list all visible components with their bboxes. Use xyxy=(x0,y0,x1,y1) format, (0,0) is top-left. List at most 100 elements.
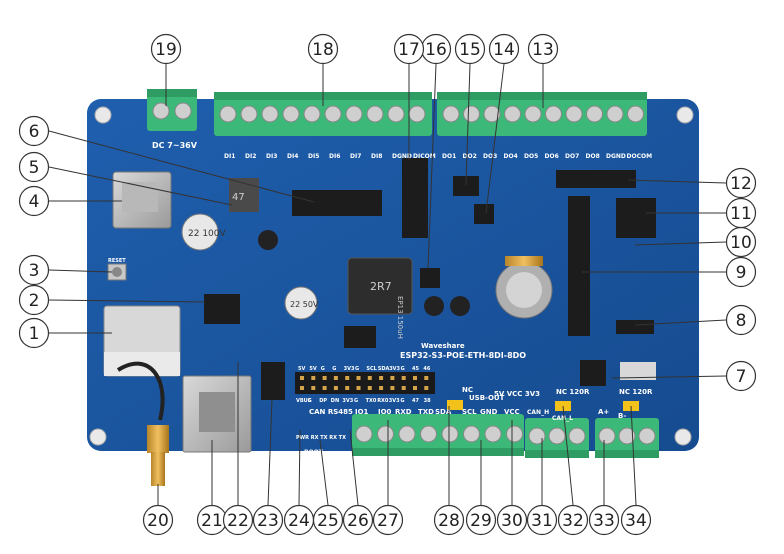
callout-leader-6 xyxy=(48,130,315,203)
header-pin xyxy=(322,386,327,390)
di-label-8: DGND xyxy=(392,153,412,160)
callout-circle-28 xyxy=(433,504,465,536)
header-top-label-5: G xyxy=(355,366,359,372)
a-plus-label: A+ xyxy=(598,408,609,416)
screw xyxy=(282,105,300,123)
callout-circle-9 xyxy=(725,256,757,288)
screw xyxy=(504,105,521,123)
callout-19: 19 xyxy=(150,33,182,65)
reset-button: RESET xyxy=(107,258,127,281)
callout-13: 13 xyxy=(527,33,559,65)
screw xyxy=(261,105,279,123)
screw xyxy=(638,427,656,445)
callout-2: 2 xyxy=(18,284,50,316)
do-label-2: DO3 xyxy=(483,153,497,160)
io0-label: IO0 xyxy=(378,408,392,416)
callout-leader-26 xyxy=(349,429,359,506)
header-pin xyxy=(379,376,384,380)
callout-3: 3 xyxy=(18,254,50,286)
callout-23: 23 xyxy=(252,504,284,536)
callout-29: 29 xyxy=(465,504,497,536)
callout-12: 12 xyxy=(725,167,757,199)
callout-number-24: 24 xyxy=(288,511,310,531)
callout-34: 34 xyxy=(620,504,652,536)
callout-17: 17 xyxy=(393,33,425,65)
header-top-label-8: 3V3 xyxy=(389,366,400,372)
do-terminal-block xyxy=(437,92,647,136)
header-bottom-label-7: RX0 xyxy=(377,398,389,404)
header-top-label-10: 45 xyxy=(412,366,419,372)
callout-leaders xyxy=(48,63,727,506)
do-label-9: DOCOM xyxy=(627,153,653,160)
callout-leader-10 xyxy=(634,241,727,246)
nc-120r-a-label: NC 120R xyxy=(556,388,590,396)
screw xyxy=(345,105,363,123)
header-bottom-label-9: G xyxy=(400,398,404,404)
screw xyxy=(548,427,566,445)
nc-left-label: NC xyxy=(462,386,473,394)
waveshare-logo-text: Waveshare xyxy=(421,342,465,350)
txd-label: TXD xyxy=(418,408,434,416)
callout-circle-8 xyxy=(725,304,757,336)
header-top-label-0: 5V xyxy=(298,366,305,372)
callout-number-31: 31 xyxy=(531,511,553,531)
screw xyxy=(355,425,373,443)
screw xyxy=(387,105,405,123)
header-top-label-4: 3V3 xyxy=(344,366,355,372)
header-pin xyxy=(311,376,316,380)
di-label-9: DICOM xyxy=(413,153,436,160)
header-pin xyxy=(356,376,361,380)
integrated-circuits: 47 xyxy=(204,158,656,400)
callout-leader-2 xyxy=(48,299,206,303)
callout-leader-5 xyxy=(48,166,233,206)
header-top-label-9: G xyxy=(401,366,405,372)
callout-circle-25 xyxy=(312,504,344,536)
header-pin xyxy=(322,376,327,380)
callout-circle-31 xyxy=(526,504,558,536)
callout-circle-26 xyxy=(342,504,374,536)
header-pin xyxy=(311,386,316,390)
power-inductor: 2R7 EP13 150uH xyxy=(347,257,413,339)
do-label-7: DO8 xyxy=(586,153,600,160)
callout-number-13: 13 xyxy=(532,40,554,60)
callout-16: 16 xyxy=(420,33,452,65)
callout-7: 7 xyxy=(725,360,757,392)
callout-31: 31 xyxy=(526,504,558,536)
callout-number-26: 26 xyxy=(347,511,369,531)
callout-number-23: 23 xyxy=(257,511,279,531)
header-bottom-label-2: DP xyxy=(319,398,327,404)
cap-top-text: 22 100V xyxy=(188,229,226,239)
di-label-7: DI8 xyxy=(371,153,382,160)
callout-20: 20 xyxy=(142,504,174,536)
header-pin xyxy=(413,376,417,380)
callout-number-25: 25 xyxy=(317,511,339,531)
vcc-label: VCC xyxy=(504,408,520,416)
header-pin xyxy=(401,376,406,380)
pin-header xyxy=(295,372,435,394)
header-top-label-7: SDA xyxy=(378,366,390,372)
screw xyxy=(463,105,480,123)
header-pin xyxy=(390,386,395,390)
callout-leader-32 xyxy=(562,405,574,506)
header-top-label-3: G xyxy=(332,366,336,372)
header-bottom-label-8: 3V3 xyxy=(389,398,400,404)
header-bottom-label-10: 47 xyxy=(412,398,419,404)
inductor-code: EP13 150uH xyxy=(396,296,404,339)
callout-15: 15 xyxy=(454,33,486,65)
callout-9: 9 xyxy=(725,256,757,288)
callout-18: 18 xyxy=(307,33,339,65)
capacitor-top: 22 100V xyxy=(181,213,226,251)
screw xyxy=(484,425,502,443)
screw xyxy=(545,105,562,123)
callout-circle-17 xyxy=(393,33,425,65)
callout-number-18: 18 xyxy=(312,40,334,60)
callout-4: 4 xyxy=(18,185,50,217)
5v-vcc-3v3-label: 5V VCC 3V3 xyxy=(494,390,540,398)
callout-number-27: 27 xyxy=(377,511,399,531)
callout-leader-16 xyxy=(427,63,437,269)
header-pin xyxy=(333,376,338,380)
screw xyxy=(528,427,546,445)
ethernet-rj45 xyxy=(182,375,252,453)
callout-number-12: 12 xyxy=(730,174,752,194)
rtc-battery-holder xyxy=(495,256,553,319)
